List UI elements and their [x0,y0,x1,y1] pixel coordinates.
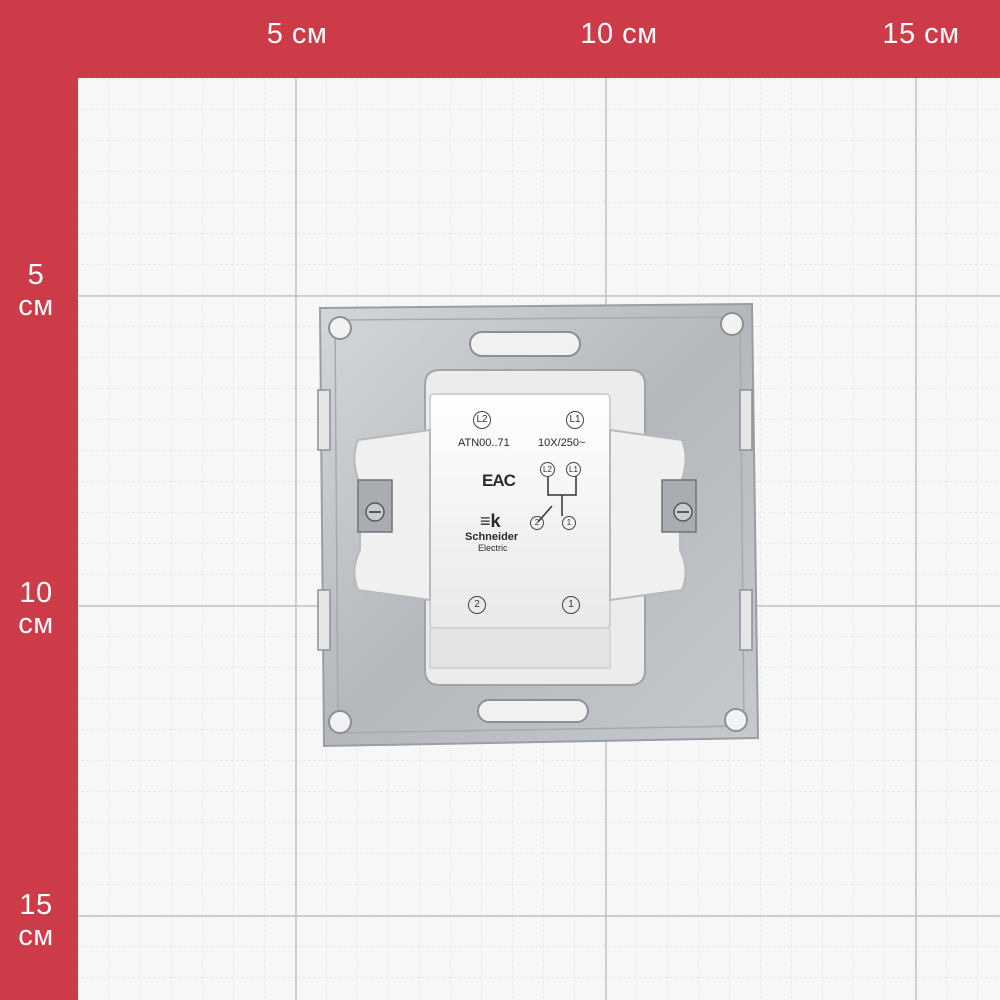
ruler-left-label-15: 15 см [0,890,72,952]
ruler-left-number: 15 [19,889,53,921]
diagram-label-1: 1 [562,516,576,530]
ruler-left-unit: см [18,290,54,322]
ruler-left-unit: см [18,608,54,640]
switch-mechanism: L2 L1 2 1 ATN00..71 10X/250~ EAC L2 L1 2… [300,290,770,760]
ruler-left-number: 10 [19,577,53,609]
ruler-left-label-5: 5 см [0,260,72,322]
schneider-logo-icon: ≡k [480,511,501,531]
ruler-top-label-10: 10 см [580,18,658,50]
diagram-label-l2: L2 [540,462,555,477]
diagram-label-2: 2 [530,516,544,530]
ruler-top-label-15: 15 см [882,18,960,50]
ruler-top-label-5: 5 см [266,18,328,50]
rating-label: 10X/250~ [538,437,586,449]
diagram-label-l1: L1 [566,462,581,477]
brand-name: Schneider [465,531,519,543]
terminal-label-1: 1 [562,596,580,614]
model-label: ATN00..71 [458,437,510,449]
eac-mark: EAC [482,471,516,490]
ruler-top [0,0,1000,78]
ruler-left-unit: см [18,920,54,952]
terminal-label-l1: L1 [566,411,584,429]
terminal-label-l2: L2 [473,411,491,429]
brand-subtitle: Electric [478,543,508,553]
terminal-label-2: 2 [468,596,486,614]
ruler-left-label-10: 10 см [0,578,72,640]
ruler-left-number: 5 [27,259,45,291]
ruler-left [0,0,78,1000]
